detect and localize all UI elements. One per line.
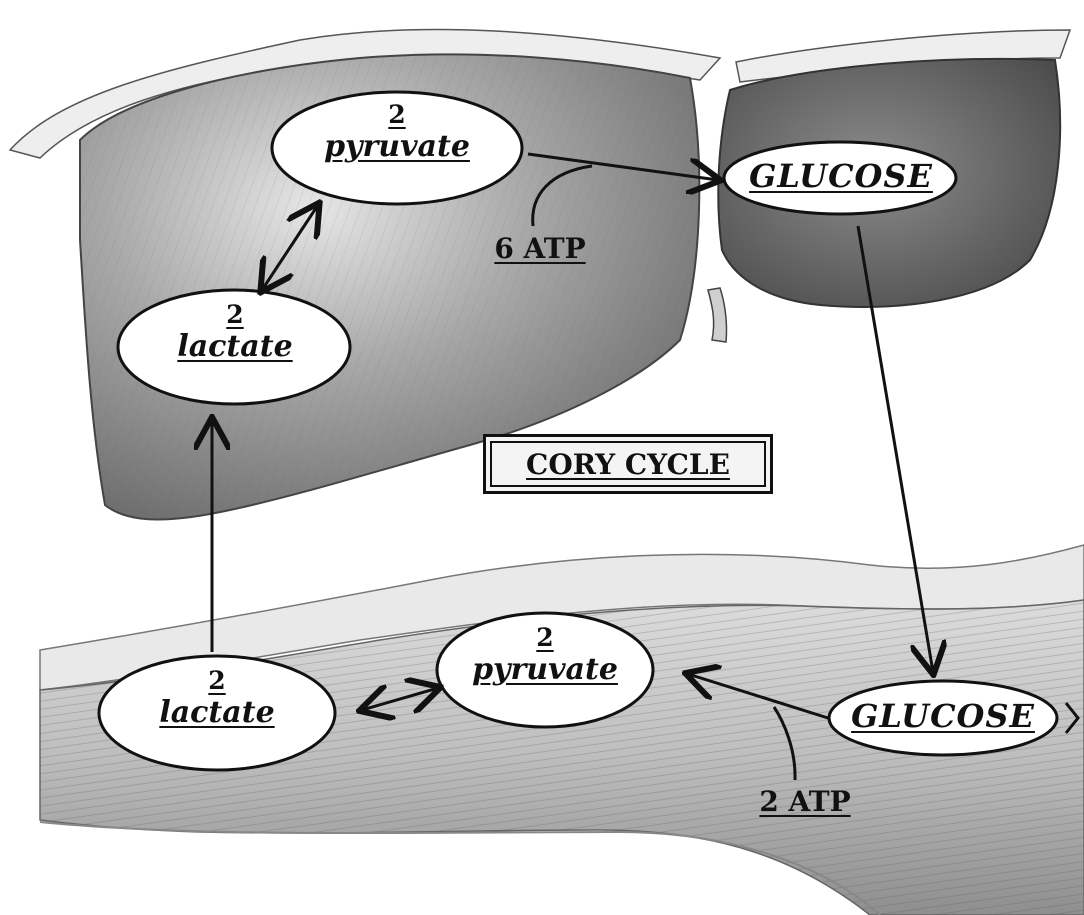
liver-pyruvate-count: 2 [277,100,517,129]
cory-cycle-title: CORY CYCLE [490,441,766,487]
liver-pyruvate-name: pyruvate [277,129,517,164]
muscle-pyruvate-name: pyruvate [440,652,650,687]
muscle-lactate-count: 2 [100,666,334,695]
liver-atp-label: 6 ATP [470,232,610,265]
muscle-pyruvate-count: 2 [440,623,650,652]
liver-lactate-label: 2 lactate [120,300,350,364]
cory-cycle-title-box: CORY CYCLE [483,434,773,494]
liver-lactate-count: 2 [120,300,350,329]
liver-glucose-label: GLUCOSE [726,157,956,195]
liver-lactate-name: lactate [120,329,350,364]
muscle-atp-label: 2 ATP [735,785,875,818]
muscle-pyruvate-label: 2 pyruvate [440,623,650,687]
muscle-lactate-label: 2 lactate [100,666,334,730]
muscle-lactate-name: lactate [100,695,334,730]
muscle-glucose-label: GLUCOSE [829,697,1057,735]
bile-duct [708,288,727,342]
liver-pyruvate-label: 2 pyruvate [277,100,517,164]
